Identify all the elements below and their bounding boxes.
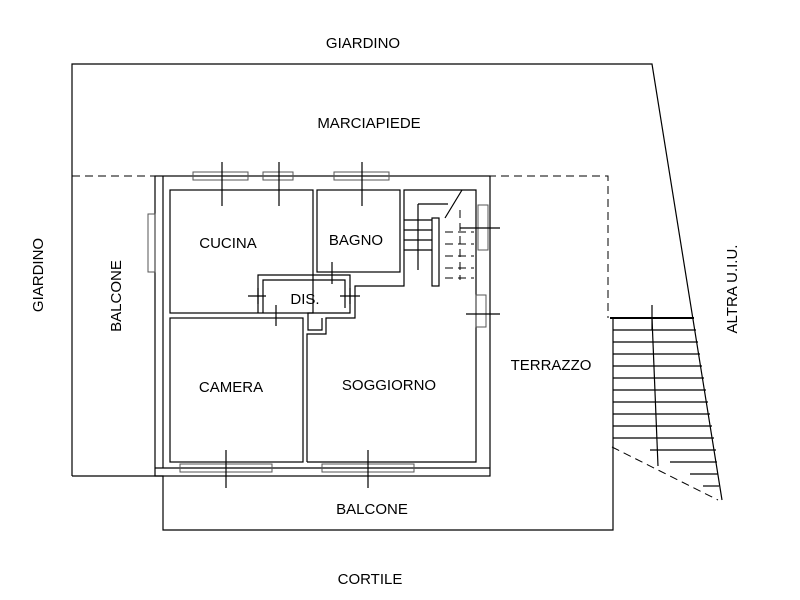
label-bagno: BAGNO <box>329 232 383 249</box>
external-stair <box>610 305 719 501</box>
label-dis: DIS. <box>290 291 319 308</box>
room-soggiorno <box>306 189 477 463</box>
windows <box>179 162 500 488</box>
label-terrazzo: TERRAZZO <box>511 357 592 374</box>
room-camera <box>169 317 304 463</box>
room-cucina <box>169 189 314 314</box>
site-boundary <box>71 63 723 531</box>
label-giardino-top: GIARDINO <box>326 35 400 52</box>
label-altra-uiu: ALTRA U.I.U. <box>724 245 741 334</box>
internal-stair <box>404 189 474 287</box>
label-soggiorno: SOGGIORNO <box>342 377 436 394</box>
room-bagno <box>316 189 401 273</box>
room-disimpegno <box>248 262 360 331</box>
label-balcone-left: BALCONE <box>108 260 125 332</box>
label-camera: CAMERA <box>199 379 263 396</box>
label-giardino-left: GIARDINO <box>30 238 47 312</box>
label-cortile: CORTILE <box>338 571 403 588</box>
label-cucina: CUCINA <box>199 235 257 252</box>
label-balcone-bottom: BALCONE <box>336 501 408 518</box>
label-marciapiede: MARCIAPIEDE <box>317 115 420 132</box>
